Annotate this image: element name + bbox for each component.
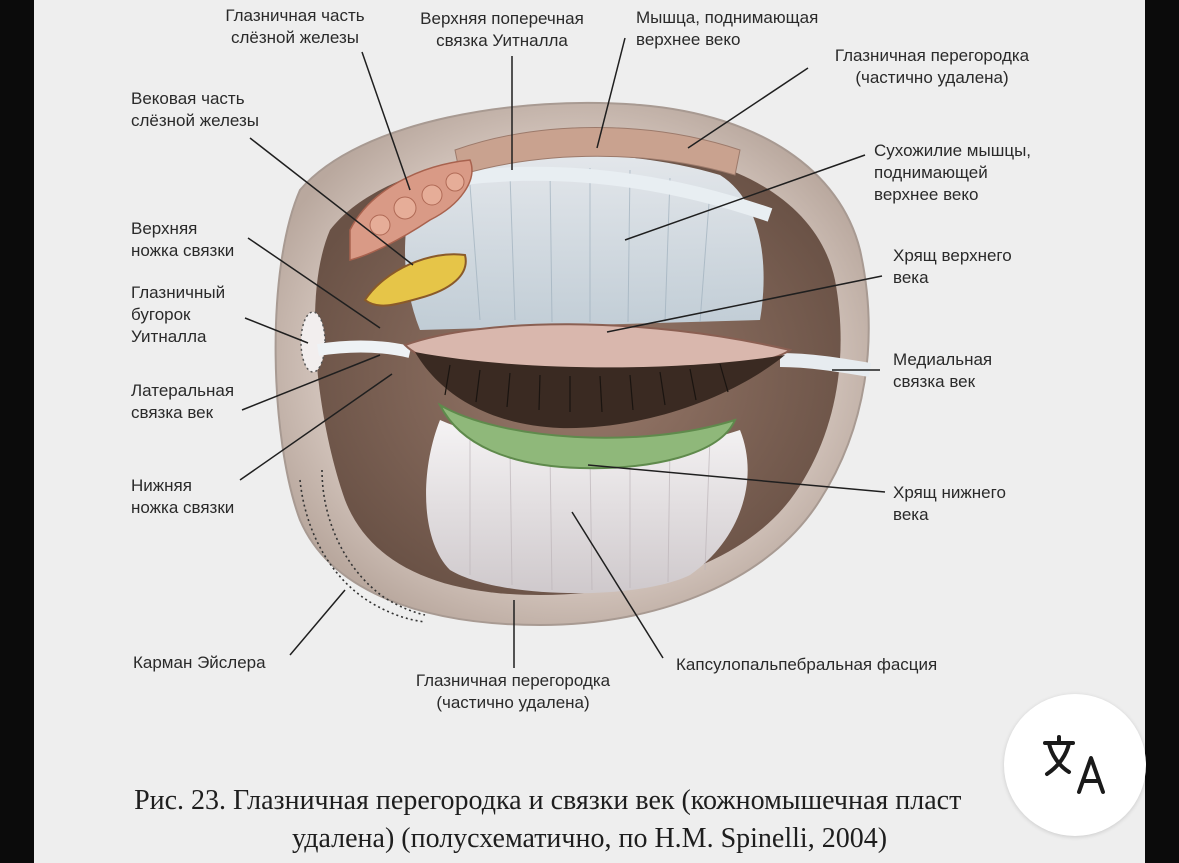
label-levator-muscle: Мышца, поднимающая верхнее веко <box>636 8 819 49</box>
levator-muscle-shape <box>454 127 741 176</box>
label-lateral-ligament: Латеральная связка век <box>131 381 235 422</box>
figure-caption: Рис. 23. Глазничная перегородка и связки… <box>134 785 1045 854</box>
right-border <box>1145 0 1179 863</box>
eyelashes <box>444 363 729 413</box>
label-orbital-septum-top: Глазничная перегородка (частично удалена… <box>834 46 1030 87</box>
eisler-pocket-outline-inner <box>321 469 426 616</box>
eisler-pocket-outline <box>299 479 426 623</box>
label-medial-ligament: Медиальная связка век <box>893 350 993 391</box>
lower-tarsus-shape <box>437 402 737 470</box>
label-palpebral-lacrimal-gland: Вековая часть слёзной железы <box>131 89 260 130</box>
lateral-ligament-band <box>317 340 412 358</box>
label-whitnall-tubercle: Глазничный бугорок Уитналла <box>131 283 226 346</box>
label-orbital-lacrimal-gland: Глазничная часть слёзной железы <box>225 6 365 47</box>
label-capsulopalpebral-fascia: Капсулопальпебральная фасция <box>676 655 938 674</box>
translate-button[interactable] <box>1004 694 1146 836</box>
label-upper-tarsus: Хрящ верхнего века <box>893 246 1012 287</box>
left-border <box>0 0 34 863</box>
label-levator-tendon: Сухожилие мышцы, поднимающей верхнее век… <box>874 141 1032 204</box>
capsulopalpebral-fascia <box>426 420 748 594</box>
label-upper-crus: Верхняя ножка связки <box>131 219 235 260</box>
label-whitnall-ligament: Верхняя поперечная связка Уитналла <box>420 9 584 50</box>
label-lower-tarsus: Хрящ нижнего века <box>893 483 1006 524</box>
label-eisler-pocket: Карман Эйслера <box>133 653 266 672</box>
leader-lines <box>239 37 886 668</box>
translate-icon <box>1043 735 1105 794</box>
label-orbital-septum-bottom: Глазничная перегородка (частично удалена… <box>415 671 611 712</box>
whitnall-tubercle-outline <box>300 311 326 373</box>
levator-aponeurosis <box>405 154 764 330</box>
medial-ligament-band <box>779 353 872 377</box>
palpebral-fissure <box>415 352 785 429</box>
lacrimal-gland-orbital <box>349 159 473 261</box>
lacrimal-gland-palpebral <box>363 253 467 307</box>
label-lower-crus: Нижняя ножка связки <box>131 476 235 517</box>
